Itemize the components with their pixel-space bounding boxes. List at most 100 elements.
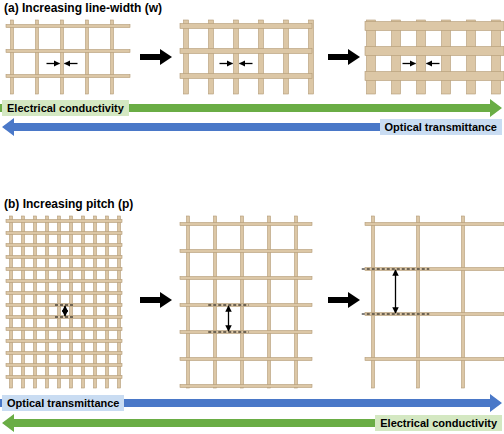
mesh-line <box>365 268 504 271</box>
mesh-line <box>214 216 217 388</box>
mesh-line <box>295 216 298 388</box>
mesh-line <box>392 20 401 94</box>
mesh-line <box>6 328 122 331</box>
step-arrow <box>140 49 172 65</box>
mesh-grid <box>180 216 312 388</box>
mesh-line <box>284 20 289 94</box>
trend-label: Electrical conductivity <box>375 415 502 431</box>
mesh-line <box>241 216 244 388</box>
pitch-dimension <box>208 332 249 333</box>
mesh-line <box>82 216 85 388</box>
pitch-dimension <box>362 314 430 315</box>
mesh-line <box>187 216 190 388</box>
mesh-line <box>492 20 501 94</box>
mesh-line <box>180 24 312 29</box>
mesh-line <box>365 72 504 81</box>
width-indicator <box>427 63 440 64</box>
mesh-line <box>180 74 312 79</box>
mesh-line <box>180 277 312 280</box>
mesh-line <box>209 20 214 94</box>
mesh-line <box>11 20 14 94</box>
mesh-line <box>10 216 13 388</box>
pitch-dimension <box>55 317 75 318</box>
mesh-line <box>6 340 122 343</box>
mesh-line <box>34 216 37 388</box>
mesh-line <box>309 20 314 94</box>
mesh-grid <box>365 20 504 94</box>
mesh-line <box>180 331 312 334</box>
mesh-line <box>6 50 130 53</box>
pitch-dimension <box>55 305 75 306</box>
mesh-line <box>259 20 264 94</box>
trend-arrow <box>0 394 502 412</box>
mesh-line <box>6 232 122 235</box>
mesh-line <box>417 216 420 388</box>
mesh-grid <box>365 216 504 388</box>
mesh-line <box>6 352 122 355</box>
mesh-line <box>22 216 25 388</box>
pitch-dimension <box>395 270 396 313</box>
mesh-line <box>184 20 189 94</box>
mesh-line <box>365 358 504 361</box>
mesh-line <box>61 20 64 94</box>
mesh-grid <box>6 216 122 388</box>
mesh-line <box>6 268 122 271</box>
mesh-line <box>94 216 97 388</box>
trend-arrow <box>2 118 502 136</box>
trend-label: Electrical conductivity <box>2 100 129 116</box>
trend-label: Optical transmittance <box>2 395 124 411</box>
pitch-dimension <box>208 305 249 306</box>
mesh-line <box>58 216 61 388</box>
mesh-line <box>6 244 122 247</box>
mesh-grid <box>6 20 130 94</box>
mesh-line <box>467 20 476 94</box>
width-indicator <box>403 63 416 64</box>
mesh-line <box>6 364 122 367</box>
width-indicator <box>240 63 253 64</box>
mesh-line <box>6 25 130 28</box>
step-arrow <box>328 292 360 308</box>
mesh-line <box>180 223 312 226</box>
trend-label: Optical transmittance <box>380 119 502 135</box>
mesh-line <box>365 47 504 56</box>
mesh-line <box>118 216 121 388</box>
mesh-line <box>70 216 73 388</box>
mesh-line <box>111 20 114 94</box>
trend-arrow <box>0 99 502 117</box>
mesh-line <box>6 376 122 379</box>
mesh-line <box>234 20 239 94</box>
mesh-line <box>6 316 122 319</box>
width-indicator <box>220 63 233 64</box>
pitch-dimension <box>64 306 65 316</box>
mesh-line <box>372 216 375 388</box>
mesh-line <box>106 216 109 388</box>
mesh-line <box>180 304 312 307</box>
mesh-line <box>6 292 122 295</box>
mesh-line <box>6 304 122 307</box>
mesh-line <box>268 216 271 388</box>
step-arrow <box>140 292 172 308</box>
panel-heading: (a) Increasing line-width (w) <box>4 1 162 15</box>
mesh-line <box>367 20 376 94</box>
mesh-grid <box>180 20 314 94</box>
mesh-line <box>6 256 122 259</box>
mesh-line <box>6 280 122 283</box>
mesh-line <box>442 20 451 94</box>
pitch-dimension <box>228 306 229 331</box>
mesh-line <box>365 313 504 316</box>
mesh-line <box>46 216 49 388</box>
mesh-line <box>365 223 504 226</box>
step-arrow <box>328 49 360 65</box>
width-indicator <box>47 63 60 64</box>
mesh-line <box>417 20 426 94</box>
mesh-line <box>180 385 312 388</box>
panel-heading: (b) Increasing pitch (p) <box>4 197 133 211</box>
mesh-line <box>365 22 504 31</box>
mesh-line <box>86 20 89 94</box>
mesh-line <box>36 20 39 94</box>
width-indicator <box>65 63 78 64</box>
mesh-line <box>180 358 312 361</box>
mesh-line <box>462 216 465 388</box>
mesh-line <box>180 49 312 54</box>
